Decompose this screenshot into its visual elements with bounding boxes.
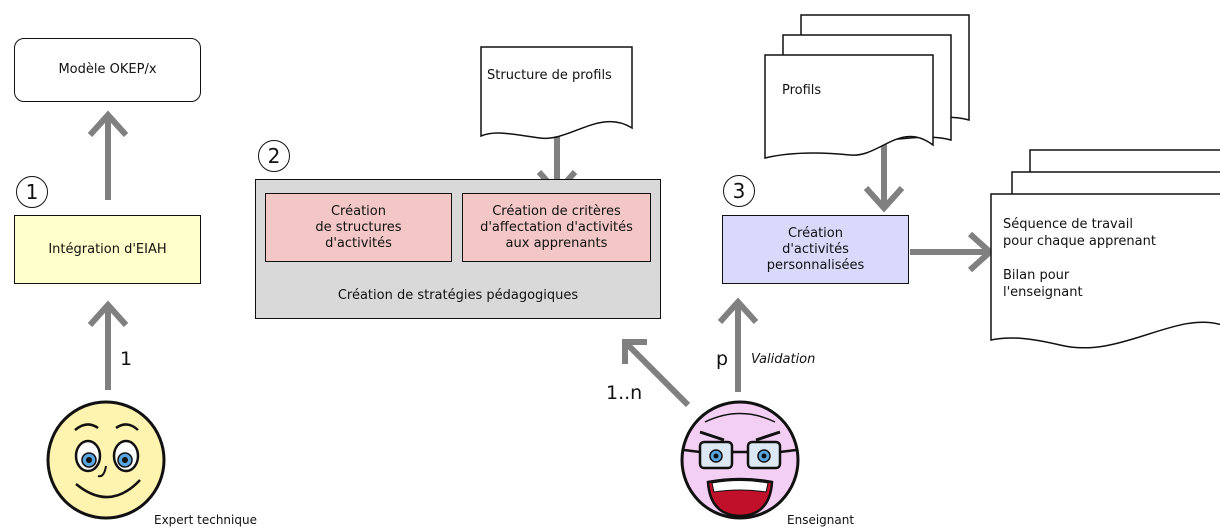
profiles-label: Profils: [782, 83, 822, 98]
teacher-to-strategies-multiplicity: 1..n: [606, 382, 643, 404]
step-1-label: 1: [25, 180, 39, 204]
step-2-label: 2: [267, 144, 281, 168]
arrow-teacher-to-strategies: [622, 339, 691, 408]
step-1-badge: 1: [16, 176, 48, 208]
personalized-label: Création d'activités personnalisées: [766, 225, 865, 273]
output-document-stack: [990, 149, 1220, 349]
arrow-expert-to-integration: [87, 300, 129, 390]
personalized-box: Création d'activités personnalisées: [722, 215, 909, 284]
integration-box: Intégration d'EIAH: [14, 215, 201, 284]
expert-name: Expert technique: [154, 513, 257, 527]
arrow-integration-to-model: [87, 110, 129, 200]
model-label: Modèle OKEP/x: [58, 62, 157, 77]
output-label: Séquence de travail pour chaque apprenan…: [1003, 217, 1156, 300]
model-box: Modèle OKEP/x: [14, 38, 201, 102]
profile-structure-label: Structure de profils: [487, 68, 612, 83]
step-3-label: 3: [732, 179, 746, 203]
arrow-profiles-to-personalized: [863, 140, 905, 213]
criteria-box: Création de critères d'affectation d'act…: [462, 193, 651, 262]
validation-label: Validation: [751, 352, 816, 367]
step-2-badge: 2: [258, 140, 290, 172]
expert-multiplicity: 1: [120, 348, 133, 370]
criteria-label: Création de critères d'affectation d'act…: [480, 203, 633, 251]
expert-technique-face: [46, 400, 166, 520]
arrow-teacher-to-personalized: [717, 297, 759, 392]
step-3-badge: 3: [723, 175, 755, 207]
teacher-to-personalized-multiplicity: p: [716, 348, 729, 370]
strategies-label: Création de stratégies pédagogiques: [337, 288, 579, 303]
arrow-personalized-to-output: [910, 231, 995, 273]
integration-label: Intégration d'EIAH: [48, 241, 167, 257]
profile-structure-document-shape: [480, 46, 633, 139]
structures-label: Création de structures d'activités: [315, 203, 402, 251]
enseignant-face: [680, 400, 800, 520]
teacher-name: Enseignant: [787, 513, 855, 527]
structures-box: Création de structures d'activités: [265, 193, 452, 262]
profiles-document-stack: [764, 14, 970, 159]
